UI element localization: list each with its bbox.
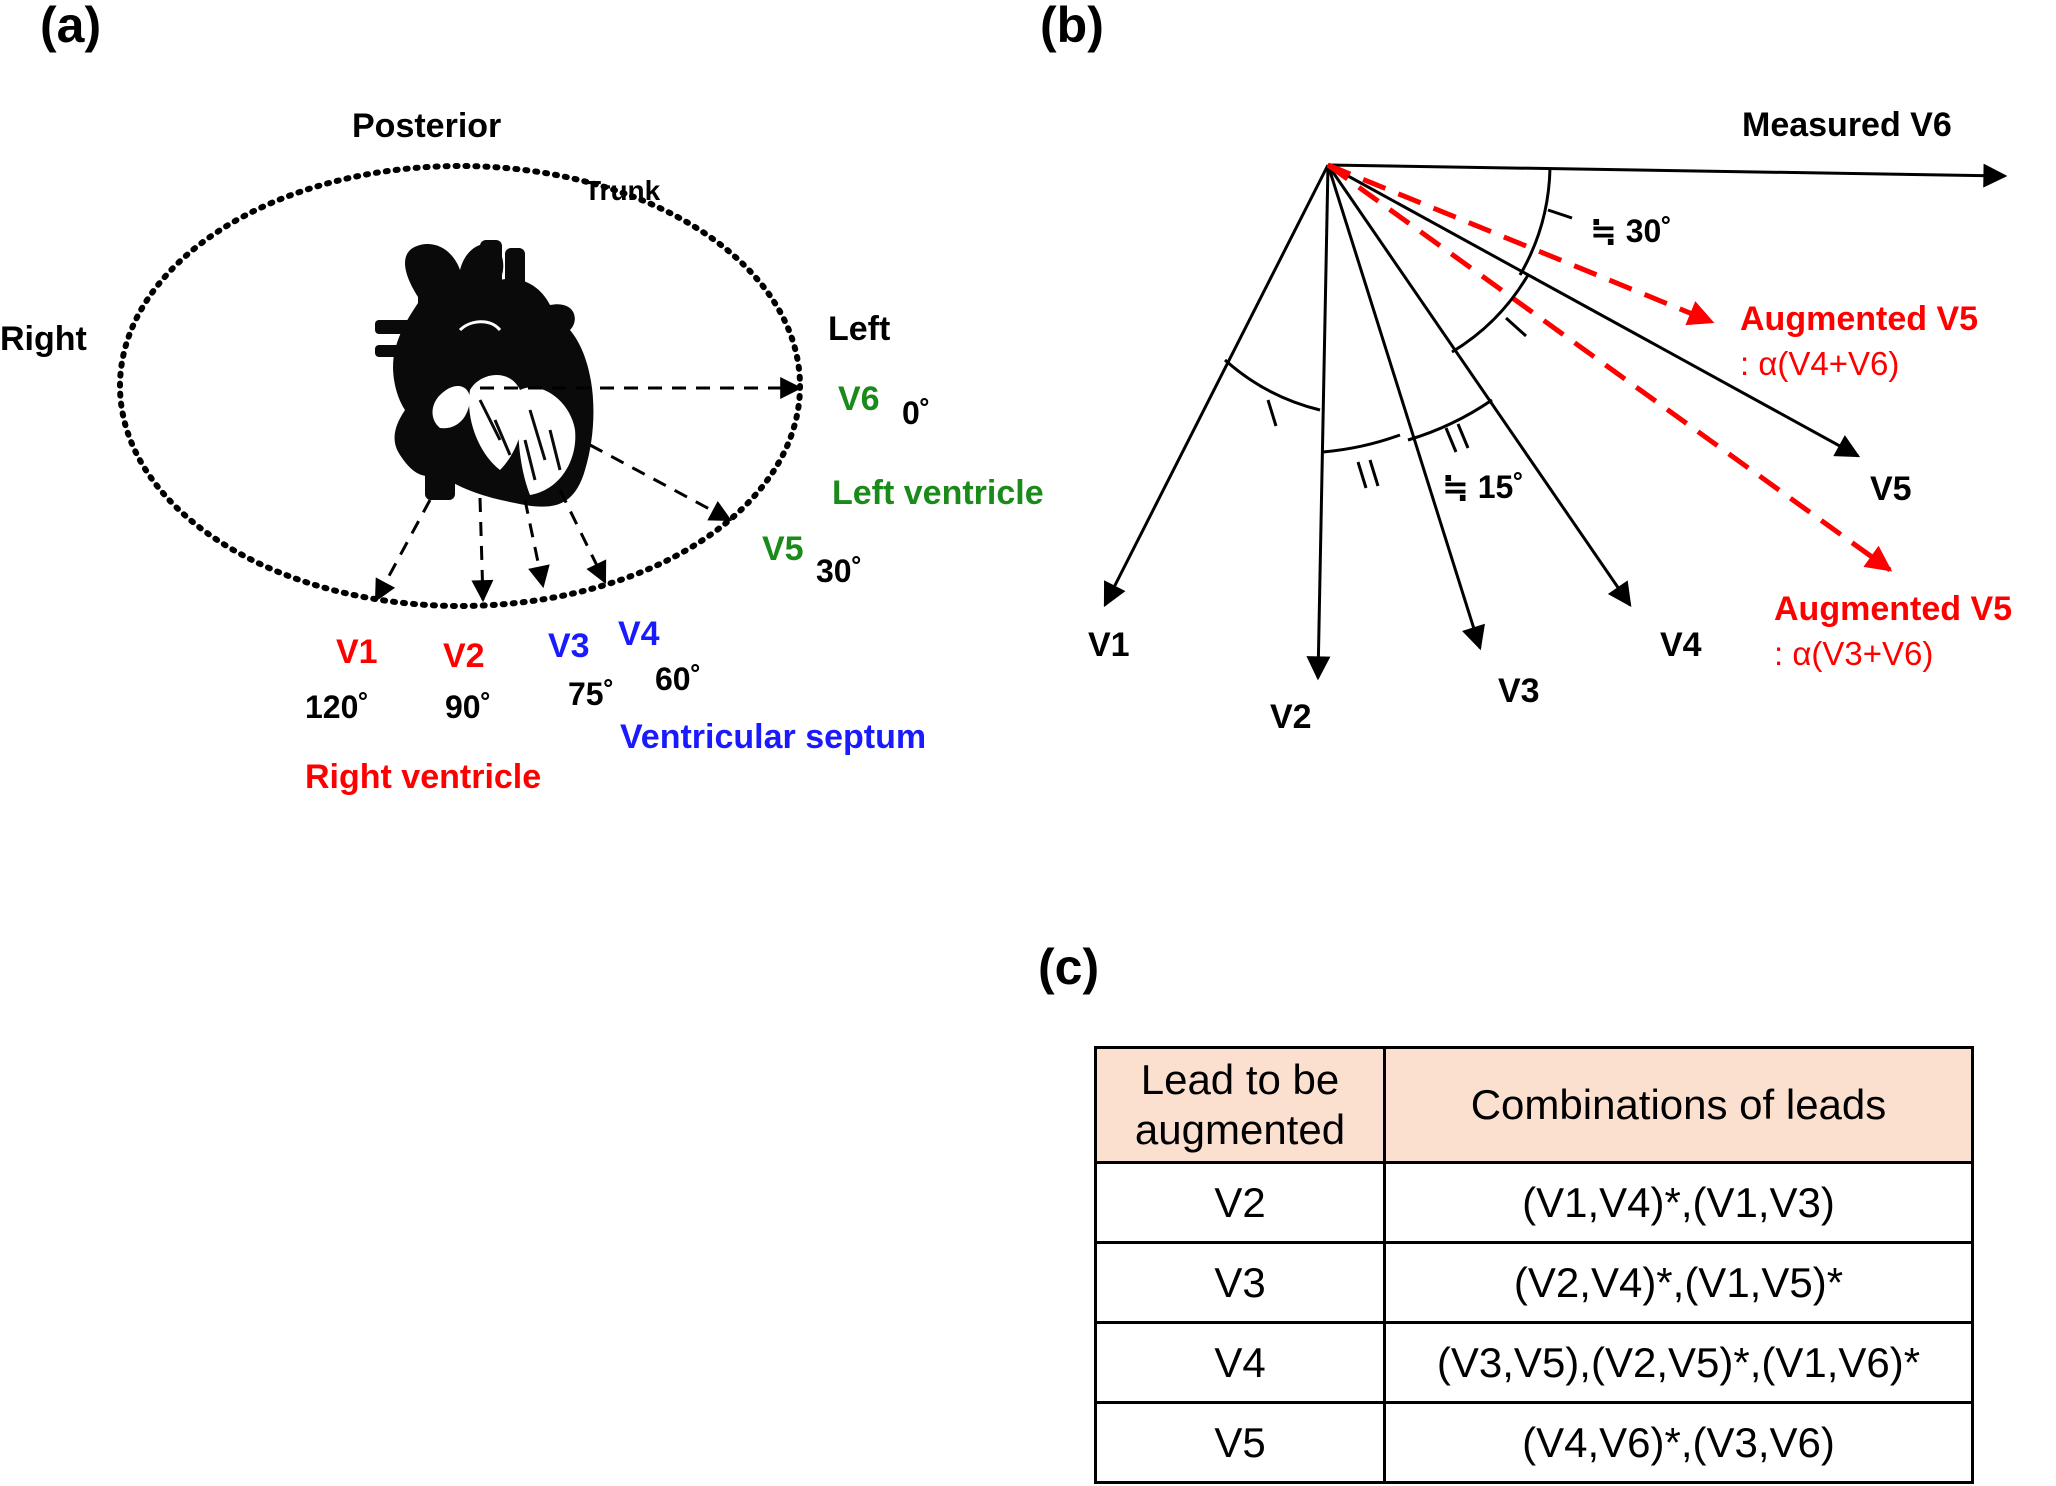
angle-30-label: ≒ 30˚ <box>1590 213 1672 249</box>
augmented-v5-title-1: Augmented V5 <box>1740 300 1978 338</box>
lead-angle-v2: 90˚ <box>445 689 491 725</box>
trunk-label: Trunk <box>584 175 661 206</box>
lead-cell: V3 <box>1094 1241 1386 1324</box>
lead-label-v4: V4 <box>618 615 660 653</box>
ventricular-septum-label: Ventricular septum <box>620 718 926 756</box>
vector-label-v5: V5 <box>1870 470 1912 508</box>
lead-cell: V5 <box>1094 1401 1386 1484</box>
vector-label-v1: V1 <box>1088 626 1130 664</box>
combinations-cell: (V1,V4)*,(V1,V3) <box>1383 1161 1974 1244</box>
table-row: V4 (V3,V5),(V2,V5)*,(V1,V6)* <box>1094 1321 1974 1404</box>
posterior-label: Posterior <box>352 107 501 145</box>
lead-directions <box>374 377 803 603</box>
right-label: Right <box>0 320 87 358</box>
angle-15-label: ≒ 15˚ <box>1442 469 1524 505</box>
combinations-cell: (V4,V6)*,(V3,V6) <box>1383 1401 1974 1484</box>
augmented-vectors <box>1326 162 1893 573</box>
augmented-v5-formula-1: : α(V4+V6) <box>1740 345 1899 382</box>
header-combinations: Combinations of leads <box>1383 1046 1974 1164</box>
lead-label-v6: V6 <box>838 380 880 418</box>
left-ventricle-label: Left ventricle <box>832 474 1044 512</box>
combinations-cell: (V2,V4)*,(V1,V5)* <box>1383 1241 1974 1324</box>
combinations-cell: (V3,V5),(V2,V5)*,(V1,V6)* <box>1383 1321 1974 1404</box>
measured-v6-label: Measured V6 <box>1742 106 1952 144</box>
right-ventricle-label: Right ventricle <box>305 758 541 796</box>
lead-angle-v4: 60˚ <box>655 661 701 697</box>
lead-cell: V2 <box>1094 1161 1386 1244</box>
lead-label-v2: V2 <box>443 637 485 675</box>
lead-angle-v6: 0˚ <box>902 395 930 431</box>
augmented-v5-title-2: Augmented V5 <box>1774 590 2012 628</box>
table-row: V5 (V4,V6)*,(V3,V6) <box>1094 1401 1974 1484</box>
lead-label-v5: V5 <box>762 530 804 568</box>
panel-label-c: (c) <box>1038 939 1099 995</box>
table-row: V2 (V1,V4)*,(V1,V3) <box>1094 1161 1974 1244</box>
panel-label-a: (a) <box>40 0 101 53</box>
header-text: Combinations of leads <box>1470 1081 1887 1128</box>
vector-label-v4: V4 <box>1660 626 1702 664</box>
lead-angle-v5: 30˚ <box>816 553 862 589</box>
header-text: Lead to be augmented <box>1134 1056 1346 1153</box>
lead-vectors <box>1103 163 2008 681</box>
augmented-v5-formula-2: : α(V3+V6) <box>1774 635 1933 672</box>
lead-cell: V4 <box>1094 1321 1386 1404</box>
lead-label-v1: V1 <box>336 633 378 671</box>
table-row: V3 (V2,V4)*,(V1,V5)* <box>1094 1241 1974 1324</box>
vector-label-v3: V3 <box>1498 672 1540 710</box>
lead-label-v3: V3 <box>548 627 590 665</box>
angle-arcs <box>1223 167 1573 489</box>
left-label: Left <box>828 310 890 348</box>
lead-angle-v1: 120˚ <box>305 689 369 725</box>
panel-label-b: (b) <box>1040 0 1104 53</box>
table-header-row: Lead to be augmented Combinations of lea… <box>1094 1046 1974 1164</box>
lead-combination-table: Lead to be augmented Combinations of lea… <box>1094 1046 1974 1484</box>
lead-angle-v3: 75˚ <box>568 676 614 712</box>
header-lead-to-be-augmented: Lead to be augmented <box>1094 1046 1386 1164</box>
heart-illustration <box>375 240 594 507</box>
vector-label-v2: V2 <box>1270 698 1312 736</box>
